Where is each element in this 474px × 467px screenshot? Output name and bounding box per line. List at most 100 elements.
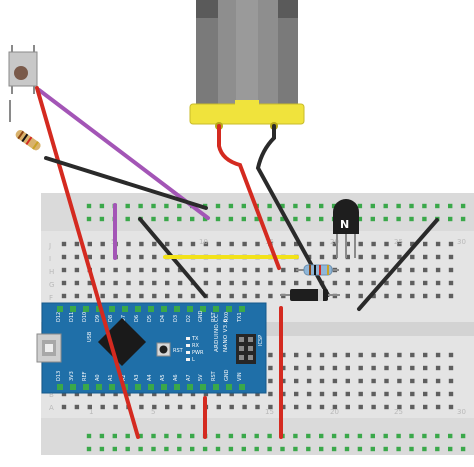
power-rail-hole bbox=[396, 433, 401, 439]
nano-header-pin bbox=[109, 384, 115, 390]
breadboard-hole bbox=[423, 280, 428, 286]
breadboard-hole bbox=[165, 280, 170, 286]
nano-header-pin bbox=[174, 384, 180, 390]
breadboard-hole bbox=[281, 391, 286, 397]
power-rail-hole bbox=[370, 216, 375, 222]
breadboard-hole bbox=[319, 391, 325, 397]
breadboard-hole bbox=[345, 404, 350, 410]
breadboard-hole bbox=[410, 391, 415, 397]
breadboard-hole bbox=[281, 241, 286, 247]
breadboard-hole bbox=[332, 378, 338, 384]
power-rail-hole bbox=[151, 433, 156, 439]
breadboard-hole bbox=[448, 352, 454, 358]
breadboard-hole bbox=[190, 267, 196, 273]
breadboard-hole bbox=[332, 365, 338, 371]
breadboard-hole bbox=[435, 352, 441, 358]
npn-transistor-icon: N bbox=[333, 199, 359, 258]
power-rail-hole bbox=[319, 216, 324, 222]
breadboard-hole bbox=[435, 378, 441, 384]
power-rail-hole bbox=[215, 203, 221, 209]
power-rail-hole bbox=[125, 203, 130, 209]
breadboard-hole bbox=[371, 365, 376, 371]
breadboard-hole bbox=[371, 391, 376, 397]
breadboard-hole bbox=[358, 365, 363, 371]
power-rail-hole bbox=[99, 216, 105, 222]
breadboard-hole bbox=[100, 280, 105, 286]
pin-label-D3: D3 bbox=[173, 315, 179, 322]
nano-header-pin bbox=[70, 306, 76, 312]
power-rail-hole bbox=[267, 446, 272, 452]
power-rail-hole bbox=[306, 216, 311, 222]
breadboard-hole bbox=[345, 365, 350, 371]
pin-label-A2: A2 bbox=[121, 374, 127, 381]
pin-label-RX0: RX0 bbox=[224, 312, 230, 322]
power-rail-hole bbox=[460, 433, 466, 439]
breadboard-hole bbox=[74, 280, 80, 286]
breadboard-hole bbox=[87, 391, 92, 397]
nano-header-pin bbox=[161, 384, 167, 390]
pin-label-5V: 5V bbox=[198, 374, 204, 381]
nano-model-label: NANO V3.0 bbox=[223, 319, 229, 352]
breadboard-hole bbox=[87, 254, 92, 260]
breadboard-hole bbox=[358, 254, 363, 260]
breadboard-hole bbox=[332, 254, 338, 260]
power-rail-hole bbox=[357, 446, 363, 452]
pin-label-REF: REF bbox=[82, 371, 88, 381]
breadboard-hole bbox=[281, 365, 286, 371]
breadboard-hole bbox=[268, 293, 273, 299]
breadboard-hole bbox=[410, 241, 415, 247]
breadboard-hole bbox=[74, 254, 80, 260]
breadboard-hole bbox=[87, 293, 92, 299]
nano-header-pin bbox=[135, 384, 141, 390]
wire-red-motor bbox=[217, 124, 281, 270]
breadboard-hole bbox=[358, 404, 363, 410]
power-rail-hole bbox=[370, 203, 375, 209]
breadboard-hole bbox=[410, 293, 415, 299]
breadboard-hole bbox=[190, 293, 196, 299]
breadboard-hole bbox=[384, 378, 389, 384]
power-rail-hole bbox=[396, 216, 401, 222]
breadboard-hole bbox=[448, 378, 454, 384]
breadboard-hole bbox=[113, 404, 118, 410]
breadboard-hole bbox=[423, 378, 428, 384]
power-rail-hole bbox=[267, 203, 272, 209]
column-number-10: 10 bbox=[199, 238, 208, 246]
breadboard-hole bbox=[345, 280, 350, 286]
breadboard-hole bbox=[371, 293, 376, 299]
breadboard-hole bbox=[242, 391, 247, 397]
nano-header-pin bbox=[187, 384, 193, 390]
power-rail-hole bbox=[319, 446, 324, 452]
breadboard-hole bbox=[100, 404, 105, 410]
row-letter-J: J bbox=[48, 242, 51, 250]
nano-header-pin bbox=[226, 306, 232, 312]
column-number-25-bottom: 25 bbox=[394, 408, 403, 416]
breadboard-hole bbox=[74, 293, 80, 299]
column-number-30: 30 bbox=[457, 238, 466, 246]
power-rail-hole bbox=[164, 203, 169, 209]
breadboard-hole bbox=[203, 241, 209, 247]
breadboard-hole bbox=[177, 267, 183, 273]
breadboard-hole bbox=[410, 254, 415, 260]
push-button-cap bbox=[14, 66, 28, 80]
breadboard-hole bbox=[268, 378, 273, 384]
breadboard-hole bbox=[190, 241, 196, 247]
row-letter-I: I bbox=[49, 255, 51, 263]
breadboard-hole bbox=[435, 293, 441, 299]
nano-header-pin bbox=[122, 306, 128, 312]
breadboard-hole bbox=[448, 254, 454, 260]
power-rail-hole bbox=[86, 203, 92, 209]
breadboard-hole bbox=[397, 365, 402, 371]
power-rail-hole bbox=[422, 216, 427, 222]
breadboard-hole bbox=[448, 241, 454, 247]
power-rail-hole bbox=[228, 216, 234, 222]
power-rail-hole bbox=[331, 203, 337, 209]
icsp-header bbox=[236, 334, 256, 364]
breadboard-hole bbox=[397, 280, 402, 286]
power-rail-hole bbox=[460, 203, 466, 209]
power-rail-hole bbox=[370, 446, 375, 452]
breadboard-hole bbox=[87, 404, 92, 410]
power-rail-hole bbox=[280, 203, 285, 209]
breadboard-hole bbox=[74, 267, 80, 273]
breadboard-hole bbox=[319, 404, 325, 410]
pin-label-A6: A6 bbox=[173, 374, 179, 381]
